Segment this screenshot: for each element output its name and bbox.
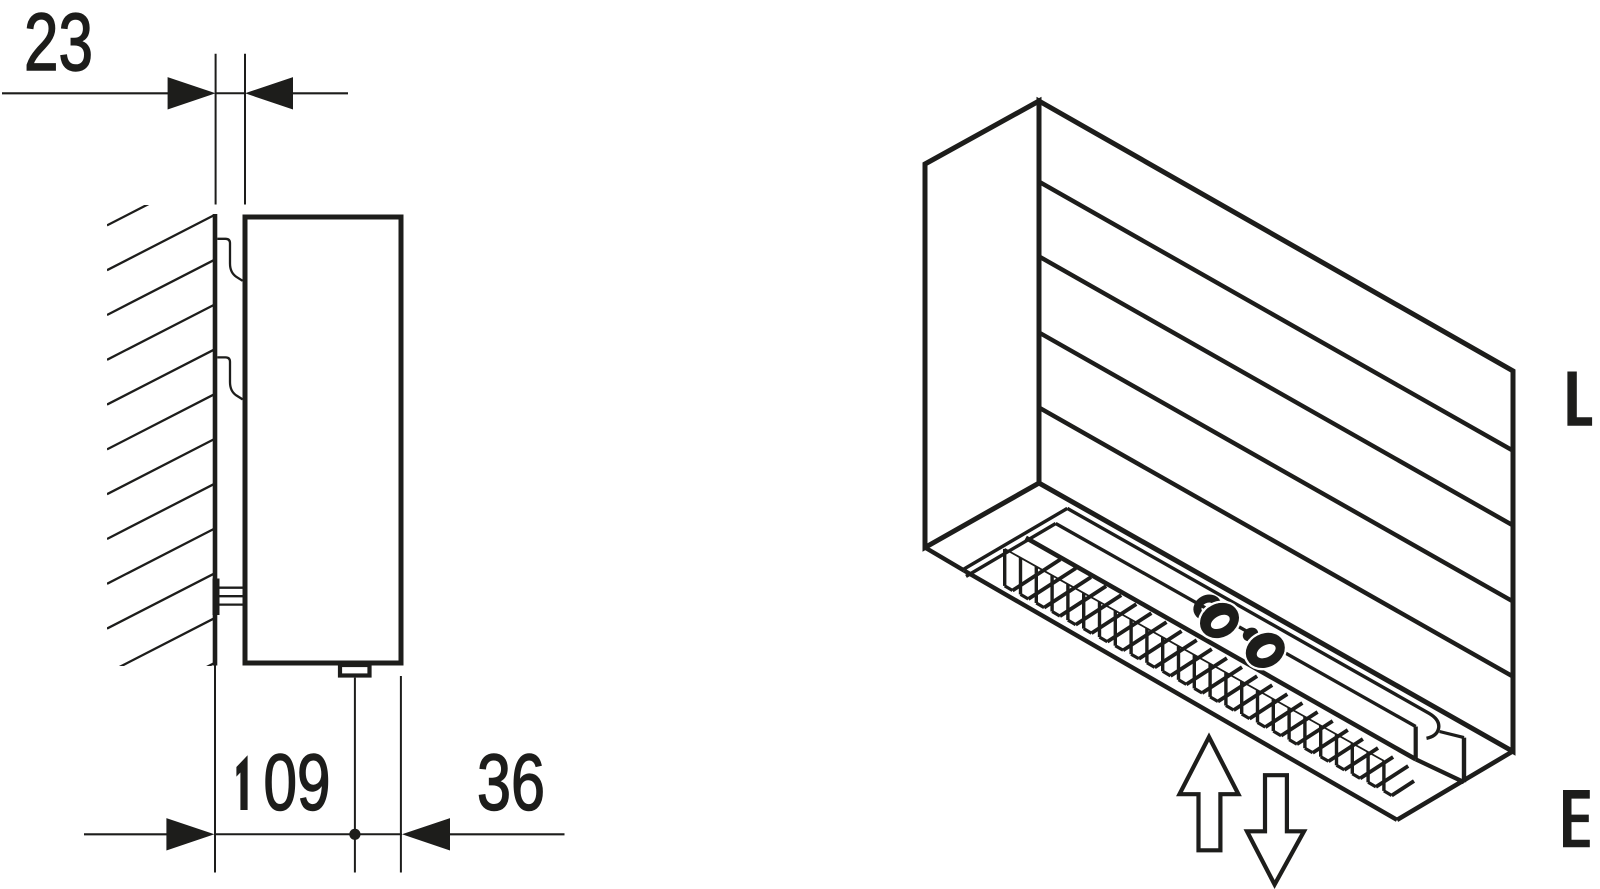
svg-text:09: 09 [264,738,331,827]
svg-text:23: 23 [24,0,93,88]
svg-text:36: 36 [477,738,545,827]
